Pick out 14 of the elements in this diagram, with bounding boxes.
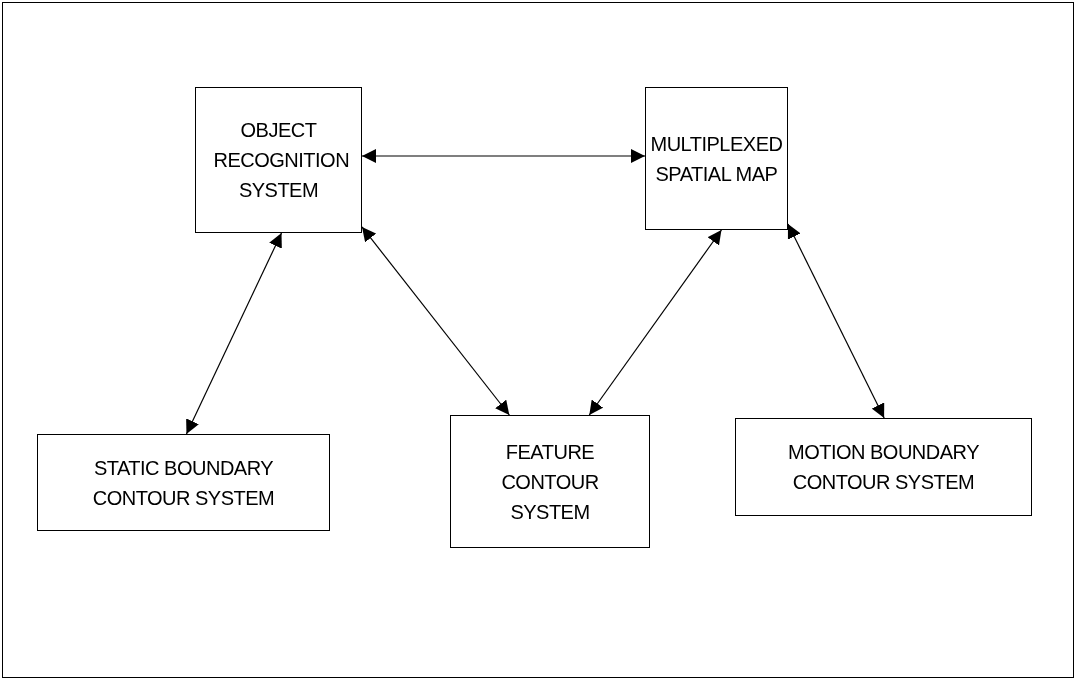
process-box [645,87,788,230]
double-arrow [588,229,723,416]
process-box [450,415,650,548]
double-arrow [787,223,885,419]
double-arrow [361,226,510,416]
box-label: MOTION BOUNDARY CONTOUR SYSTEM [786,440,980,495]
double-arrow [361,149,646,163]
process-box [735,418,1032,516]
box-label: MULTIPLEXED SPATIAL MAP [649,131,784,187]
box-label: FEATURE CONTOUR SYSTEM [500,439,600,525]
process-box [37,434,330,531]
process-box [195,87,362,233]
box-label: STATIC BOUNDARY CONTOUR SYSTEM [91,455,276,511]
double-arrow [185,232,283,435]
